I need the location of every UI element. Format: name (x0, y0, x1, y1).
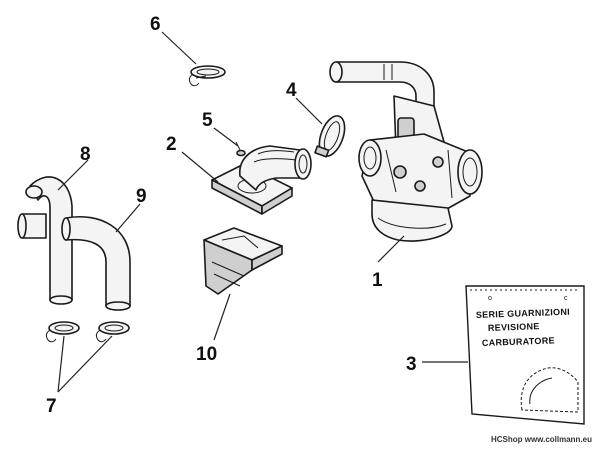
callout-7: 7 (46, 396, 57, 417)
part-3-gasket-kit-card: SERIE GUARNIZIONI REVISIONE CARBURATORE … (465, 285, 585, 425)
callout-8: 8 (80, 144, 91, 165)
svg-text:c: c (564, 295, 568, 302)
callout-5: 5 (202, 110, 213, 131)
part-7-hose-clamps (45, 321, 130, 343)
callout-2: 2 (166, 134, 177, 155)
part-5-screw (235, 141, 246, 157)
callout-10: 10 (196, 344, 217, 365)
kit-card-title-line3: CARBURATORE (482, 335, 555, 348)
part-9-hose (61, 216, 131, 311)
callout-9: 9 (136, 186, 147, 207)
part-10-reed-valve (203, 227, 283, 295)
callout-6: 6 (150, 14, 161, 35)
part-6-hose-clamp (188, 65, 226, 87)
callout-1: 1 (372, 270, 383, 291)
callout-3: 3 (406, 354, 417, 375)
svg-text:o: o (488, 295, 492, 302)
part-8-hose (17, 176, 73, 305)
part-4-hose-clamp (314, 115, 346, 158)
part-2-intake-manifold (211, 145, 312, 215)
part-1-carburetor (329, 61, 483, 242)
callout-4: 4 (286, 80, 297, 101)
callout-numbers: 1 2 3 4 5 6 7 8 9 10 (46, 14, 417, 417)
leader-lines (57, 31, 468, 393)
kit-card-title-line1: SERIE GUARNIZIONI (476, 307, 570, 320)
shop-watermark: HCShop www.collmann.eu (490, 435, 592, 444)
kit-card-title-line2: REVISIONE (488, 321, 540, 333)
